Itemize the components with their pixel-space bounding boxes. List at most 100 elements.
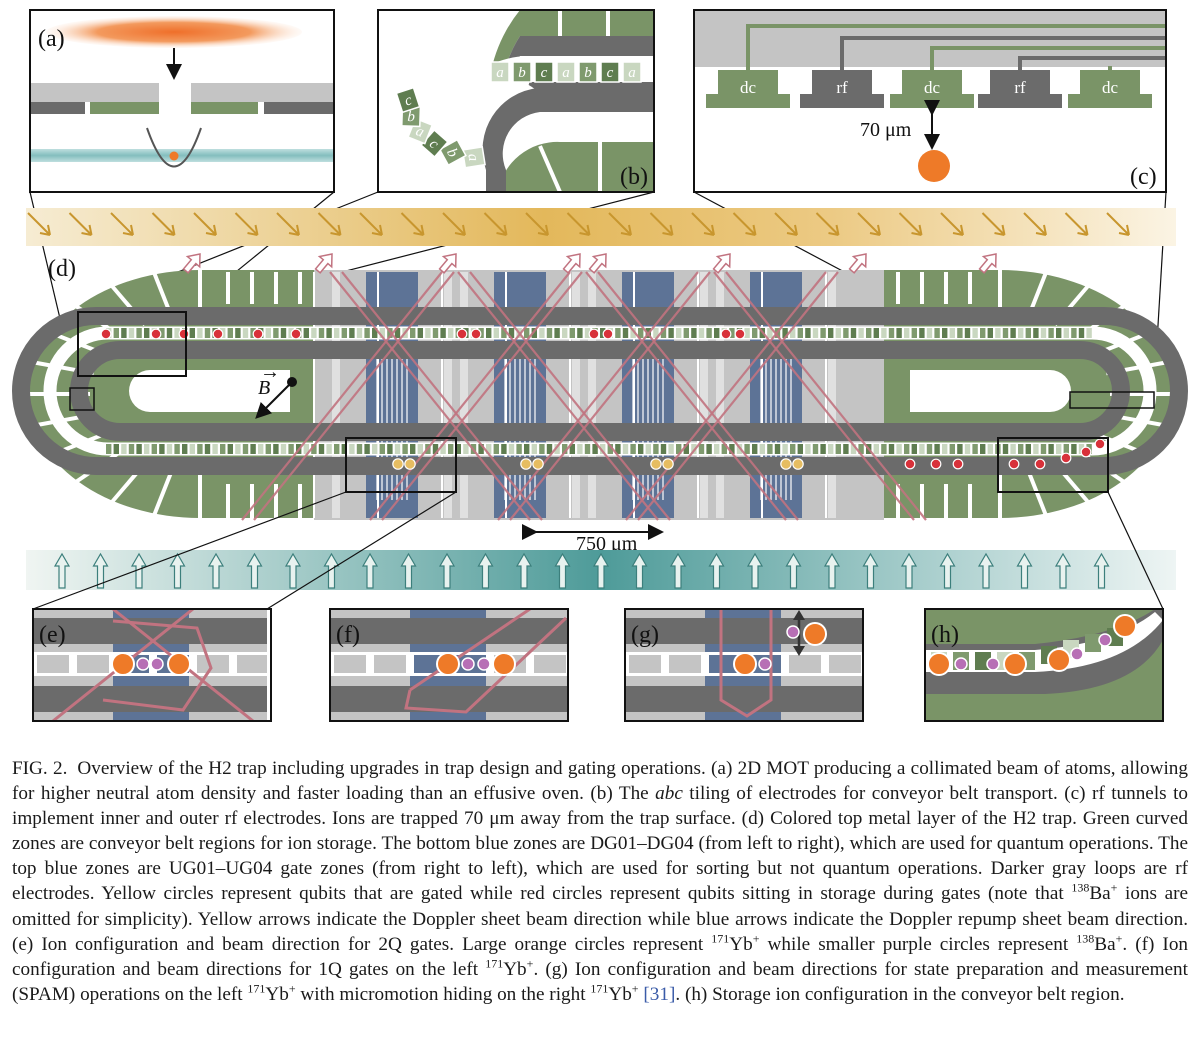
laser-beam (469, 271, 671, 521)
abc-tile-label: c (607, 65, 614, 81)
caption-label: FIG. 2. (12, 758, 68, 779)
ba-ion (477, 657, 491, 671)
doppler-arrow (483, 212, 508, 236)
repump-arrow (669, 552, 687, 589)
repump-arrow (631, 552, 648, 589)
storage-ion (212, 328, 224, 340)
doppler-arrow (68, 212, 93, 236)
storage-ion (588, 328, 600, 340)
panel-c-electrodes: dc rf dc rf dc (706, 70, 1152, 108)
figure-caption: FIG. 2.Overview of the H2 trap including… (12, 758, 1189, 1005)
ion (169, 151, 179, 161)
repump-arrow (1016, 552, 1033, 589)
abc-tile: c (395, 86, 421, 114)
doppler-arrow (27, 212, 51, 236)
electrode-rf: rf (978, 70, 1062, 108)
electrode-dc: dc (890, 70, 974, 108)
gated-qubit (532, 458, 544, 470)
yb-ion (733, 652, 757, 676)
storage-ion (1008, 458, 1020, 470)
gated-qubit (404, 458, 416, 470)
electrode-rf: rf (800, 70, 884, 108)
abc-tile: a (622, 61, 642, 83)
storage-ion (470, 328, 482, 340)
repump-arrow (246, 552, 263, 589)
repump-arrow (323, 552, 340, 589)
yb-ion (436, 652, 460, 676)
doppler-arrow (442, 212, 466, 236)
repump-arrow (823, 552, 841, 589)
ba-ion (954, 657, 968, 671)
panel-e: (e) (32, 608, 272, 722)
panel-label-e: (e) (39, 622, 66, 648)
laser-beam (102, 619, 213, 712)
repump-arrow (284, 552, 302, 589)
storage-ion (178, 328, 190, 340)
abc-tile-label: b (584, 65, 592, 81)
laser-beam (241, 271, 443, 521)
abc-tile-label: a (628, 65, 636, 81)
laser-beam (725, 271, 927, 521)
repump-arrow (900, 552, 918, 589)
doppler-arrow (525, 212, 549, 236)
laser-beam (585, 271, 787, 521)
repump-arrow (515, 552, 533, 589)
gated-qubit (650, 458, 662, 470)
ba-ion (150, 657, 164, 671)
repump-arrow (592, 552, 610, 589)
storage-ion (1080, 446, 1092, 458)
citation-link[interactable]: [31] (643, 983, 676, 1005)
beam-arrow (438, 253, 457, 274)
storage-ion (252, 328, 264, 340)
beam-arrow (978, 253, 997, 274)
gate-laser-beams (182, 253, 997, 521)
doppler-arrow (649, 212, 674, 236)
yb-ion (1047, 648, 1071, 672)
repump-arrow (1054, 552, 1072, 589)
storage-ion (100, 328, 112, 340)
repump-arrow (1093, 552, 1110, 589)
ba-ion (461, 657, 475, 671)
electrode-label: rf (836, 78, 848, 97)
storage-ion (1060, 452, 1072, 464)
doppler-arrow (276, 212, 300, 236)
repump-arrow (438, 552, 456, 589)
gated-qubit (780, 458, 792, 470)
repump-arrow (977, 552, 995, 589)
panel-f: (f) (329, 608, 569, 722)
electrode-label: dc (924, 78, 941, 97)
repump-arrow (130, 552, 148, 589)
laser-beam (253, 271, 455, 521)
ba-ion (986, 657, 1000, 671)
doppler-arrow (898, 212, 923, 236)
magnetic-field-vector: B → (255, 361, 297, 419)
abc-tile: c (419, 128, 449, 159)
panel-g: (g) (624, 608, 864, 722)
laser-beam (625, 271, 827, 521)
storage-ion (904, 458, 916, 470)
doppler-arrow (608, 212, 632, 236)
electrode-label: rf (1014, 78, 1026, 97)
storage-ion (456, 328, 468, 340)
panel-h: (h) (924, 608, 1164, 722)
abc-tile-label: a (464, 152, 481, 162)
repump-arrow (477, 552, 494, 589)
abc-tile: c (534, 61, 554, 83)
storage-ion (602, 328, 614, 340)
yb-ion (1113, 614, 1137, 638)
storage-ion (150, 328, 162, 340)
electrode-dc: dc (706, 70, 790, 108)
storage-ion (930, 458, 942, 470)
doppler-arrow (1106, 212, 1130, 236)
laser-beam (637, 271, 839, 521)
electrode-dc: dc (1068, 70, 1152, 108)
panel-a: (a) (29, 9, 335, 193)
repump-arrow (939, 552, 956, 589)
repump-arrow (785, 552, 802, 589)
laser-beam (329, 271, 531, 521)
doppler-arrow (815, 212, 840, 236)
doppler-arrow (732, 212, 757, 236)
